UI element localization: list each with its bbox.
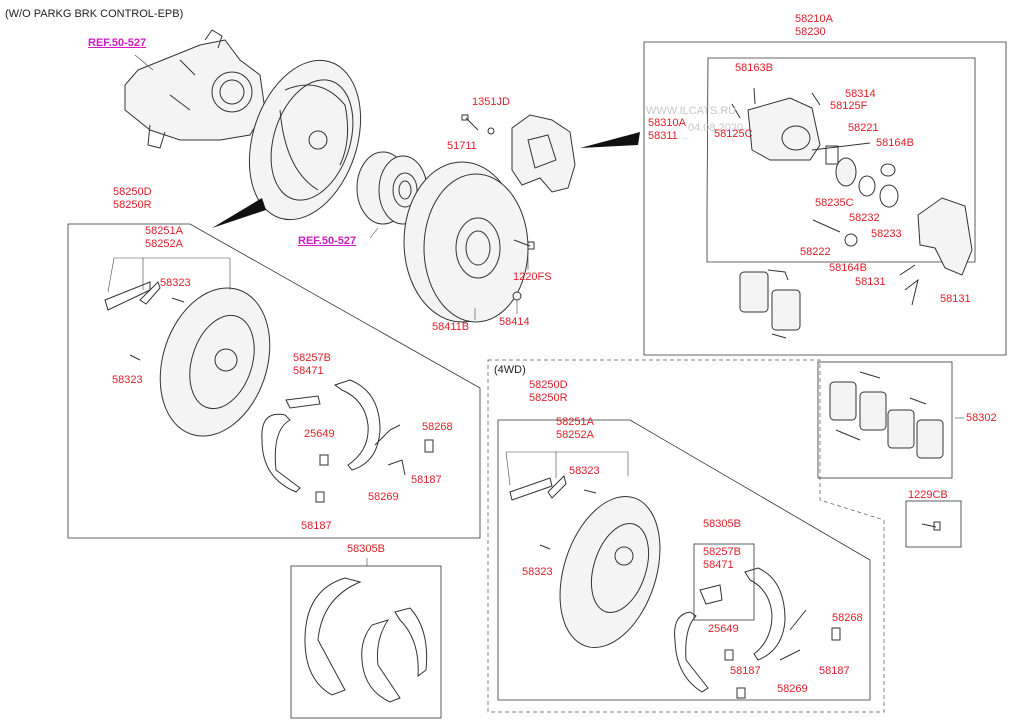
part-label-58257b-4wd[interactable]: 58257B	[703, 546, 741, 558]
caliper-inner-box	[706, 57, 976, 263]
part-label-58131-b[interactable]: 58131	[940, 293, 971, 305]
fourwd-inner-box	[497, 419, 871, 701]
part-label-58187-left-b[interactable]: 58187	[301, 520, 332, 532]
part-label-1351jd[interactable]: 1351JD	[472, 96, 510, 108]
part-label-25649-left[interactable]: 25649	[304, 428, 335, 440]
part-label-58314[interactable]: 58314	[845, 88, 876, 100]
ref-link-knuckle[interactable]: REF.50-527	[88, 37, 147, 49]
bolt-1229-drawing	[921, 521, 941, 531]
part-label-58230[interactable]: 58230	[795, 26, 826, 38]
part-label-58210a[interactable]: 58210A	[795, 13, 833, 25]
diagram-title: (W/O PARKG BRK CONTROL-EPB)	[5, 8, 184, 20]
backing-plate-top	[248, 59, 362, 221]
part-label-58323-left-a[interactable]: 58323	[160, 277, 191, 289]
fourwd-box	[487, 359, 885, 713]
bolt-1220-drawing	[513, 239, 535, 250]
part-label-58323-left-b[interactable]: 58323	[112, 374, 143, 386]
part-label-58164b-top[interactable]: 58164B	[876, 137, 914, 149]
part-label-58250r-left[interactable]: 58250R	[113, 199, 152, 211]
bolt-1229-box	[905, 500, 962, 548]
part-label-58268-4wd[interactable]: 58268	[832, 612, 863, 624]
left-plate-drawing	[104, 281, 271, 437]
caliper-body-drawing	[731, 87, 973, 306]
part-label-58257b-left[interactable]: 58257B	[293, 352, 331, 364]
caliper-box	[643, 41, 1007, 356]
fourwd-heading: (4WD)	[494, 364, 526, 376]
part-label-58310a[interactable]: 58310A	[648, 117, 686, 129]
part-label-58131-a[interactable]: 58131	[855, 276, 886, 288]
part-label-58125f[interactable]: 58125F	[830, 100, 868, 112]
part-label-58252a-4wd[interactable]: 58252A	[556, 429, 594, 441]
part-label-58251a-left[interactable]: 58251A	[145, 225, 183, 237]
part-label-58471-left[interactable]: 58471	[293, 365, 324, 377]
pads-caliper-drawing	[739, 269, 801, 339]
part-label-58187-4wd-b[interactable]: 58187	[819, 665, 850, 677]
nut-58414-drawing	[512, 291, 522, 301]
part-label-58305b-left[interactable]: 58305B	[347, 543, 385, 555]
pointer-caliper	[580, 132, 640, 148]
shoe-kit-box	[290, 565, 442, 719]
part-label-58164b-bottom[interactable]: 58164B	[829, 262, 867, 274]
part-label-58187-left-a[interactable]: 58187	[411, 474, 442, 486]
part-label-25649-4wd[interactable]: 25649	[708, 623, 739, 635]
part-label-58305b-4wd[interactable]: 58305B	[703, 518, 741, 530]
part-label-58125c[interactable]: 58125C	[714, 128, 753, 140]
left-shoes-drawing	[261, 379, 434, 503]
part-label-58233[interactable]: 58233	[871, 228, 902, 240]
pad-kit-drawing	[829, 371, 944, 459]
part-label-58311[interactable]: 58311	[648, 130, 678, 142]
part-label-58471-4wd[interactable]: 58471	[703, 559, 734, 571]
part-label-58250d-left[interactable]: 58250D	[113, 186, 152, 198]
part-label-58269-left[interactable]: 58269	[368, 491, 399, 503]
left-plate-box	[67, 223, 481, 539]
leader-lines	[107, 54, 964, 566]
part-label-58250d-4wd[interactable]: 58250D	[529, 379, 568, 391]
part-label-58163b[interactable]: 58163B	[735, 62, 773, 74]
part-label-58323-4wd-a[interactable]: 58323	[569, 465, 600, 477]
caliper-bracket-drawing	[511, 114, 576, 193]
part-label-58222[interactable]: 58222	[800, 246, 831, 258]
part-label-58252a-left[interactable]: 58252A	[145, 238, 183, 250]
shoe-kit-left-drawing	[304, 577, 428, 703]
pointer-plate	[212, 198, 266, 228]
ref-link-hub[interactable]: REF.50-527	[298, 235, 357, 247]
watermark-date: 04.08.2020	[688, 122, 744, 134]
part-label-58232[interactable]: 58232	[849, 212, 880, 224]
part-label-1220fs[interactable]: 1220FS	[513, 271, 552, 283]
part-label-58269-4wd[interactable]: 58269	[777, 683, 808, 695]
fourwd-plate-drawing	[509, 475, 661, 649]
part-label-58414[interactable]: 58414	[499, 316, 530, 328]
fourwd-shoes-drawing	[674, 567, 841, 699]
brake-disc	[403, 161, 529, 323]
part-label-58187-4wd-a[interactable]: 58187	[730, 665, 761, 677]
bolt-51711-drawing	[461, 114, 495, 135]
part-label-58268-left[interactable]: 58268	[422, 421, 453, 433]
part-label-58323-4wd-b[interactable]: 58323	[522, 566, 553, 578]
knuckle-drawing	[124, 29, 266, 149]
part-label-58251a-4wd[interactable]: 58251A	[556, 416, 594, 428]
part-label-58411b[interactable]: 58411B	[432, 321, 470, 333]
part-label-1229cb[interactable]: 1229CB	[908, 489, 948, 501]
watermark-site: WWW.ILCATS.RU	[646, 105, 737, 117]
part-label-58302[interactable]: 58302	[966, 412, 997, 424]
pad-kit-box	[817, 361, 953, 479]
part-label-58221[interactable]: 58221	[848, 122, 879, 134]
part-label-58250r-4wd[interactable]: 58250R	[529, 392, 568, 404]
part-label-51711[interactable]: 51711	[447, 140, 477, 152]
part-label-58235c[interactable]: 58235C	[815, 197, 854, 209]
